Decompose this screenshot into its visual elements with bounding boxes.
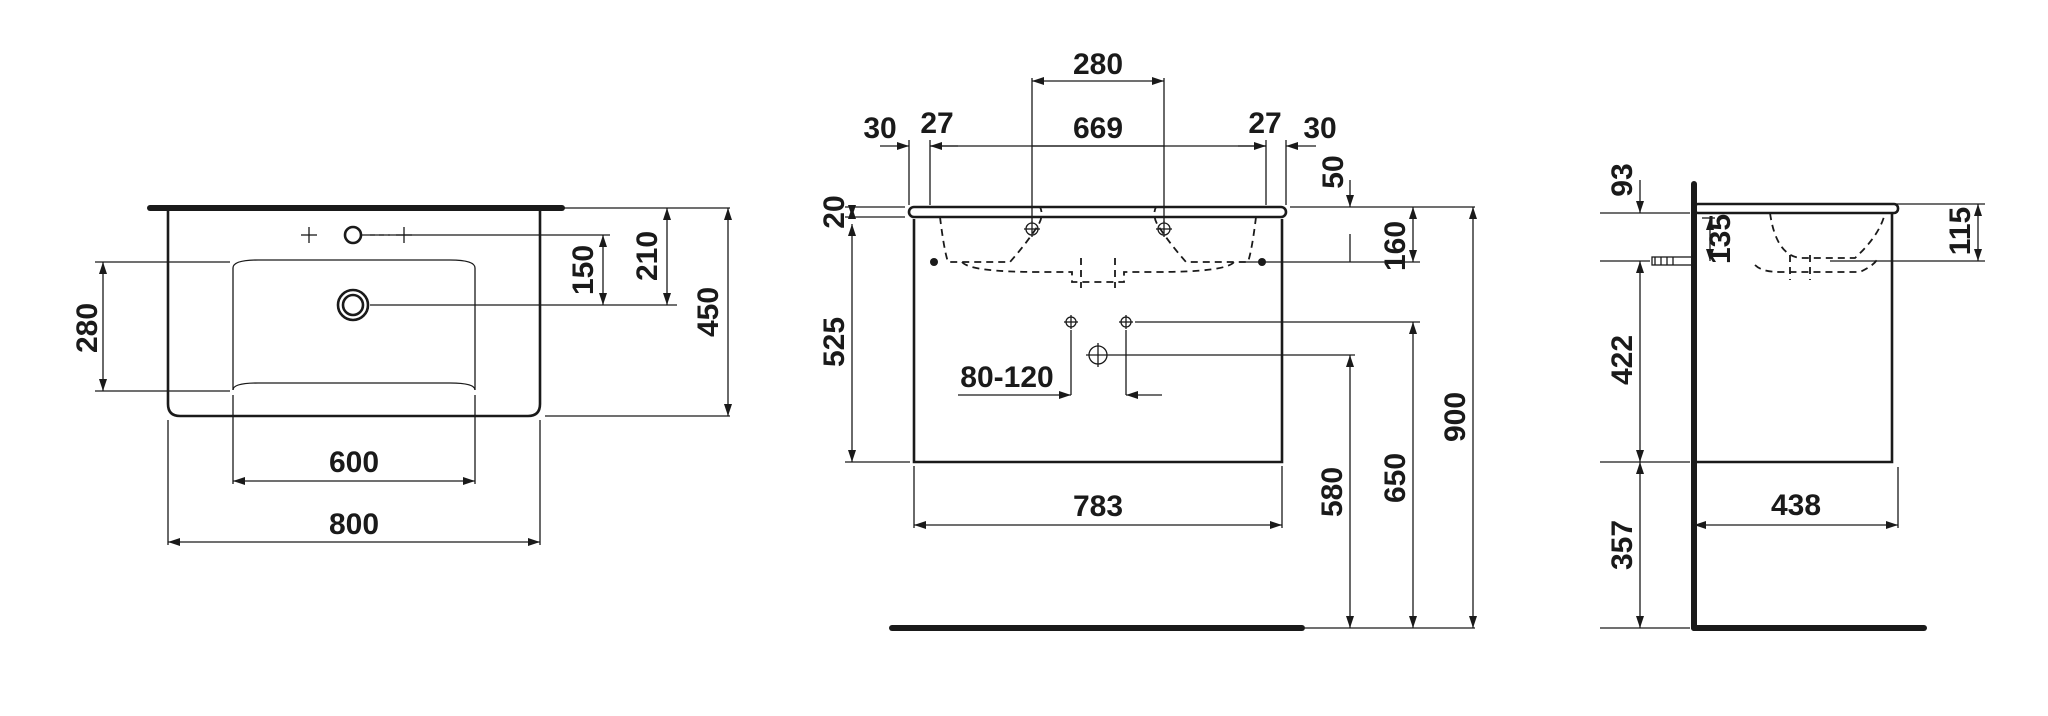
dim-669-label: 669: [1073, 112, 1123, 145]
dim-357-label: 357: [1606, 520, 1639, 570]
front-tap-hole-left-icon: [1024, 221, 1040, 237]
dim-650-label: 650: [1379, 453, 1412, 503]
dim-438-label: 438: [1771, 489, 1821, 522]
top-view: 150 210 450 280 600 800: [71, 205, 732, 546]
wall-bracket-icon: [1651, 256, 1695, 266]
side-view-countertop: [1692, 202, 1900, 215]
dim-80-120-label: 80-120: [960, 361, 1053, 394]
top-view-basin-outline: [166, 208, 542, 418]
dim-800-label: 800: [329, 508, 379, 541]
side-view-drain-hidden: [1754, 257, 1879, 273]
tap-hole-left-icon: [301, 227, 317, 243]
dim-93-label: 93: [1606, 163, 1639, 196]
dim-525-label: 525: [818, 317, 851, 367]
top-view-bowl-bottom: [232, 382, 476, 391]
dim-30-left-label: 30: [863, 112, 896, 145]
drain-icon: [336, 288, 370, 322]
dim-280-hole-label: 280: [1073, 48, 1123, 81]
dim-280-label: 280: [71, 303, 104, 353]
side-view-bowl-hidden: [1769, 212, 1886, 259]
dim-27-right-label: 27: [1248, 107, 1281, 140]
front-view-bowl-left-hidden: [939, 206, 1043, 263]
dim-783-label: 783: [1073, 490, 1123, 523]
dim-150-label: 150: [567, 245, 600, 295]
front-view-bowl-right-hidden: [1153, 206, 1257, 263]
side-view: 93 135 115 422 357 438: [1600, 163, 1985, 631]
dim-422-label: 422: [1606, 335, 1639, 385]
dim-450-label: 450: [692, 287, 725, 337]
dim-160-label: 160: [1379, 221, 1412, 271]
front-view-drain-hidden: [961, 261, 1235, 283]
dim-210-label: 210: [631, 231, 664, 281]
dim-580-label: 580: [1316, 467, 1349, 517]
front-view-cabinet: [912, 219, 1284, 464]
dim-900-label: 900: [1439, 392, 1472, 442]
front-tap-hole-right-icon: [1156, 221, 1172, 237]
dim-135-label: 135: [1704, 214, 1737, 264]
dim-50-label: 50: [1317, 155, 1350, 188]
dim-600-label: 600: [329, 446, 379, 479]
dim-27-left-label: 27: [920, 107, 953, 140]
side-view-cabinet: [1692, 213, 1894, 464]
dim-30-right-label: 30: [1303, 112, 1336, 145]
front-view-countertop: [907, 205, 1288, 219]
dim-115-label: 115: [1944, 207, 1977, 255]
supply-right-icon: [1119, 315, 1133, 329]
waste-outlet-icon: [1086, 343, 1110, 367]
supply-left-icon: [1064, 315, 1078, 329]
dim-20-label: 20: [818, 195, 851, 228]
top-view-bowl-top: [232, 259, 476, 269]
front-view: 280 30 27 669 27 30 20 525 50 160 80-120…: [818, 48, 1477, 631]
